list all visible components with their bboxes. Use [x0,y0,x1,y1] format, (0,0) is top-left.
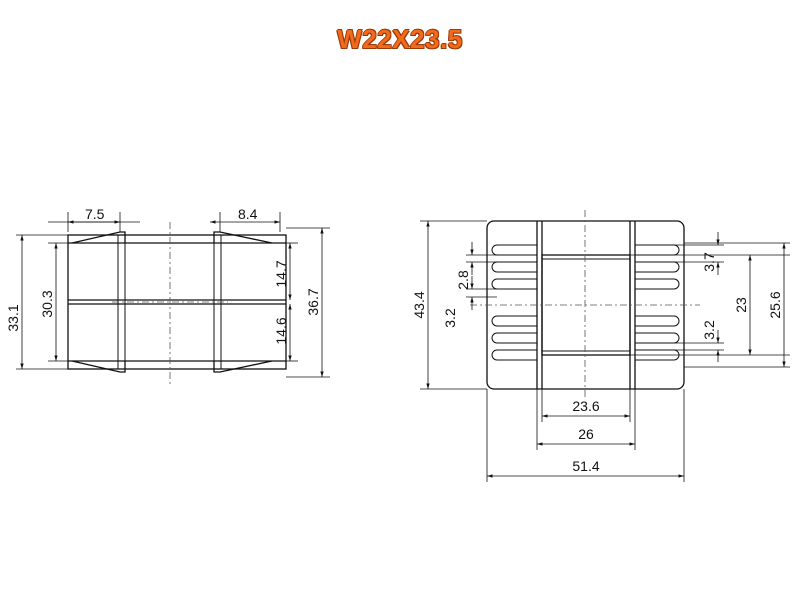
dim-front-slot: 2.8 [455,270,471,290]
side-view: 7.5 8.4 33.1 30.3 14.7 14.6 36.7 [5,206,330,384]
right-pin-comb [635,244,680,361]
dim-side-upper-right: 14.7 [273,260,289,287]
dim-front-outer-height: 25.6 [767,291,783,318]
dim-side-outer-right: 36.7 [305,288,321,315]
dim-front-pin-left: 3.2 [442,308,458,328]
dim-front-pin-upper-right: 3.7 [701,252,717,272]
dim-side-lower-right: 14.6 [273,317,289,344]
diagram-title: W22X23.5 [337,24,463,54]
dim-side-top-right: 8.4 [238,206,258,222]
dim-front-inner-height: 23 [733,297,749,313]
dim-front-core-width: 23.6 [572,398,599,414]
dim-front-total-height: 43.4 [411,291,427,318]
dim-side-top-left: 7.5 [85,206,105,222]
dim-side-outer-left: 33.1 [5,304,21,331]
dim-front-pin-lower-right: 3.2 [701,320,717,340]
left-pin-comb [491,244,537,361]
dim-front-total-width: 51.4 [572,458,599,474]
dim-side-inner-left: 30.3 [39,290,55,317]
front-view: 43.4 2.8 3.2 3.7 3.2 23 25.6 23.6 26 51.… [411,210,790,482]
side-body-outline [67,234,287,370]
dim-front-flange-width: 26 [578,426,594,442]
